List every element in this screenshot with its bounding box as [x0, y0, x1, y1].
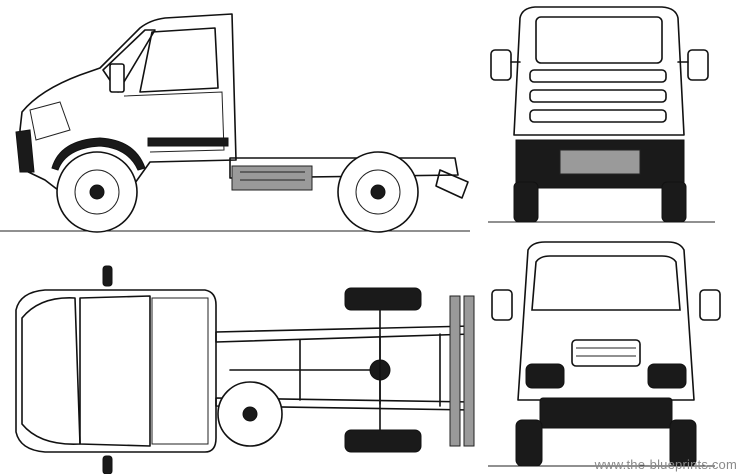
side-tow-hitch — [435, 169, 469, 199]
top-spare-hub — [242, 406, 258, 422]
top-hood — [21, 297, 81, 445]
front-left-tyre — [515, 419, 543, 467]
front-right-headlight — [647, 363, 687, 389]
side-front-wheel-arch — [51, 137, 146, 171]
side-door — [123, 91, 225, 153]
top-roof — [79, 295, 151, 447]
top-left-mirror — [102, 265, 113, 287]
rear-left-mirror — [490, 49, 512, 81]
watermark: www.the-blueprints.com — [594, 457, 737, 472]
front-grille-slats — [576, 347, 636, 357]
front-bumper-axle — [539, 397, 673, 429]
rear-left-tyre — [513, 181, 539, 223]
side-front-hub — [89, 184, 105, 200]
front-grille — [571, 339, 641, 367]
front-windshield — [531, 255, 681, 311]
side-front-rim — [74, 169, 120, 215]
rear-panel-rib-3 — [529, 109, 667, 123]
side-rear-rim — [355, 169, 401, 215]
top-view — [15, 265, 475, 474]
rear-cab-body — [513, 6, 685, 136]
side-front-bumper — [15, 129, 35, 173]
front-cab-body — [517, 241, 695, 401]
side-tank-ribs — [240, 171, 305, 181]
top-chassis-rail-left — [215, 325, 473, 343]
side-mirror — [109, 63, 125, 93]
side-view — [0, 13, 470, 233]
front-left-mirror — [491, 289, 513, 321]
rear-right-tyre — [661, 181, 687, 223]
side-headlamp — [29, 101, 71, 141]
side-fuel-tank — [231, 165, 313, 191]
side-cab-body — [19, 13, 237, 191]
top-rear-bar-1 — [449, 295, 461, 447]
front-view — [488, 241, 721, 467]
top-rear-bar-2 — [463, 295, 475, 447]
rear-view — [488, 6, 715, 223]
front-left-headlight — [525, 363, 565, 389]
top-right-mirror — [102, 455, 113, 474]
front-right-tyre — [669, 419, 697, 467]
top-cab-rear — [151, 297, 209, 445]
top-rear-right-tyre — [344, 429, 422, 453]
rear-panel-rib-1 — [529, 69, 667, 83]
front-right-mirror — [699, 289, 721, 321]
side-rear-hub — [370, 184, 386, 200]
rear-differential — [559, 149, 641, 175]
top-rear-left-tyre — [344, 287, 422, 311]
rear-panel-rib-2 — [529, 89, 667, 103]
top-cab-body — [15, 289, 217, 453]
side-door-window — [139, 27, 219, 93]
rear-window — [535, 16, 663, 64]
rear-right-mirror — [687, 49, 709, 81]
side-rub-strip — [147, 137, 229, 147]
